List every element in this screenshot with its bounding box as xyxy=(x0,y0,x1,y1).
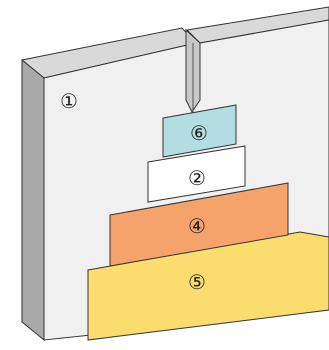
wall-side xyxy=(21,58,45,342)
layer-4 xyxy=(109,182,289,267)
label-layer-2: ② xyxy=(188,166,206,190)
label-layer-top: ⑥ xyxy=(190,121,208,145)
label-layer-5: ⑤ xyxy=(188,270,206,294)
label-layer-4: ④ xyxy=(188,214,206,238)
label-wall: ① xyxy=(60,89,78,113)
layer-top xyxy=(162,104,237,158)
layer-2 xyxy=(147,145,246,203)
